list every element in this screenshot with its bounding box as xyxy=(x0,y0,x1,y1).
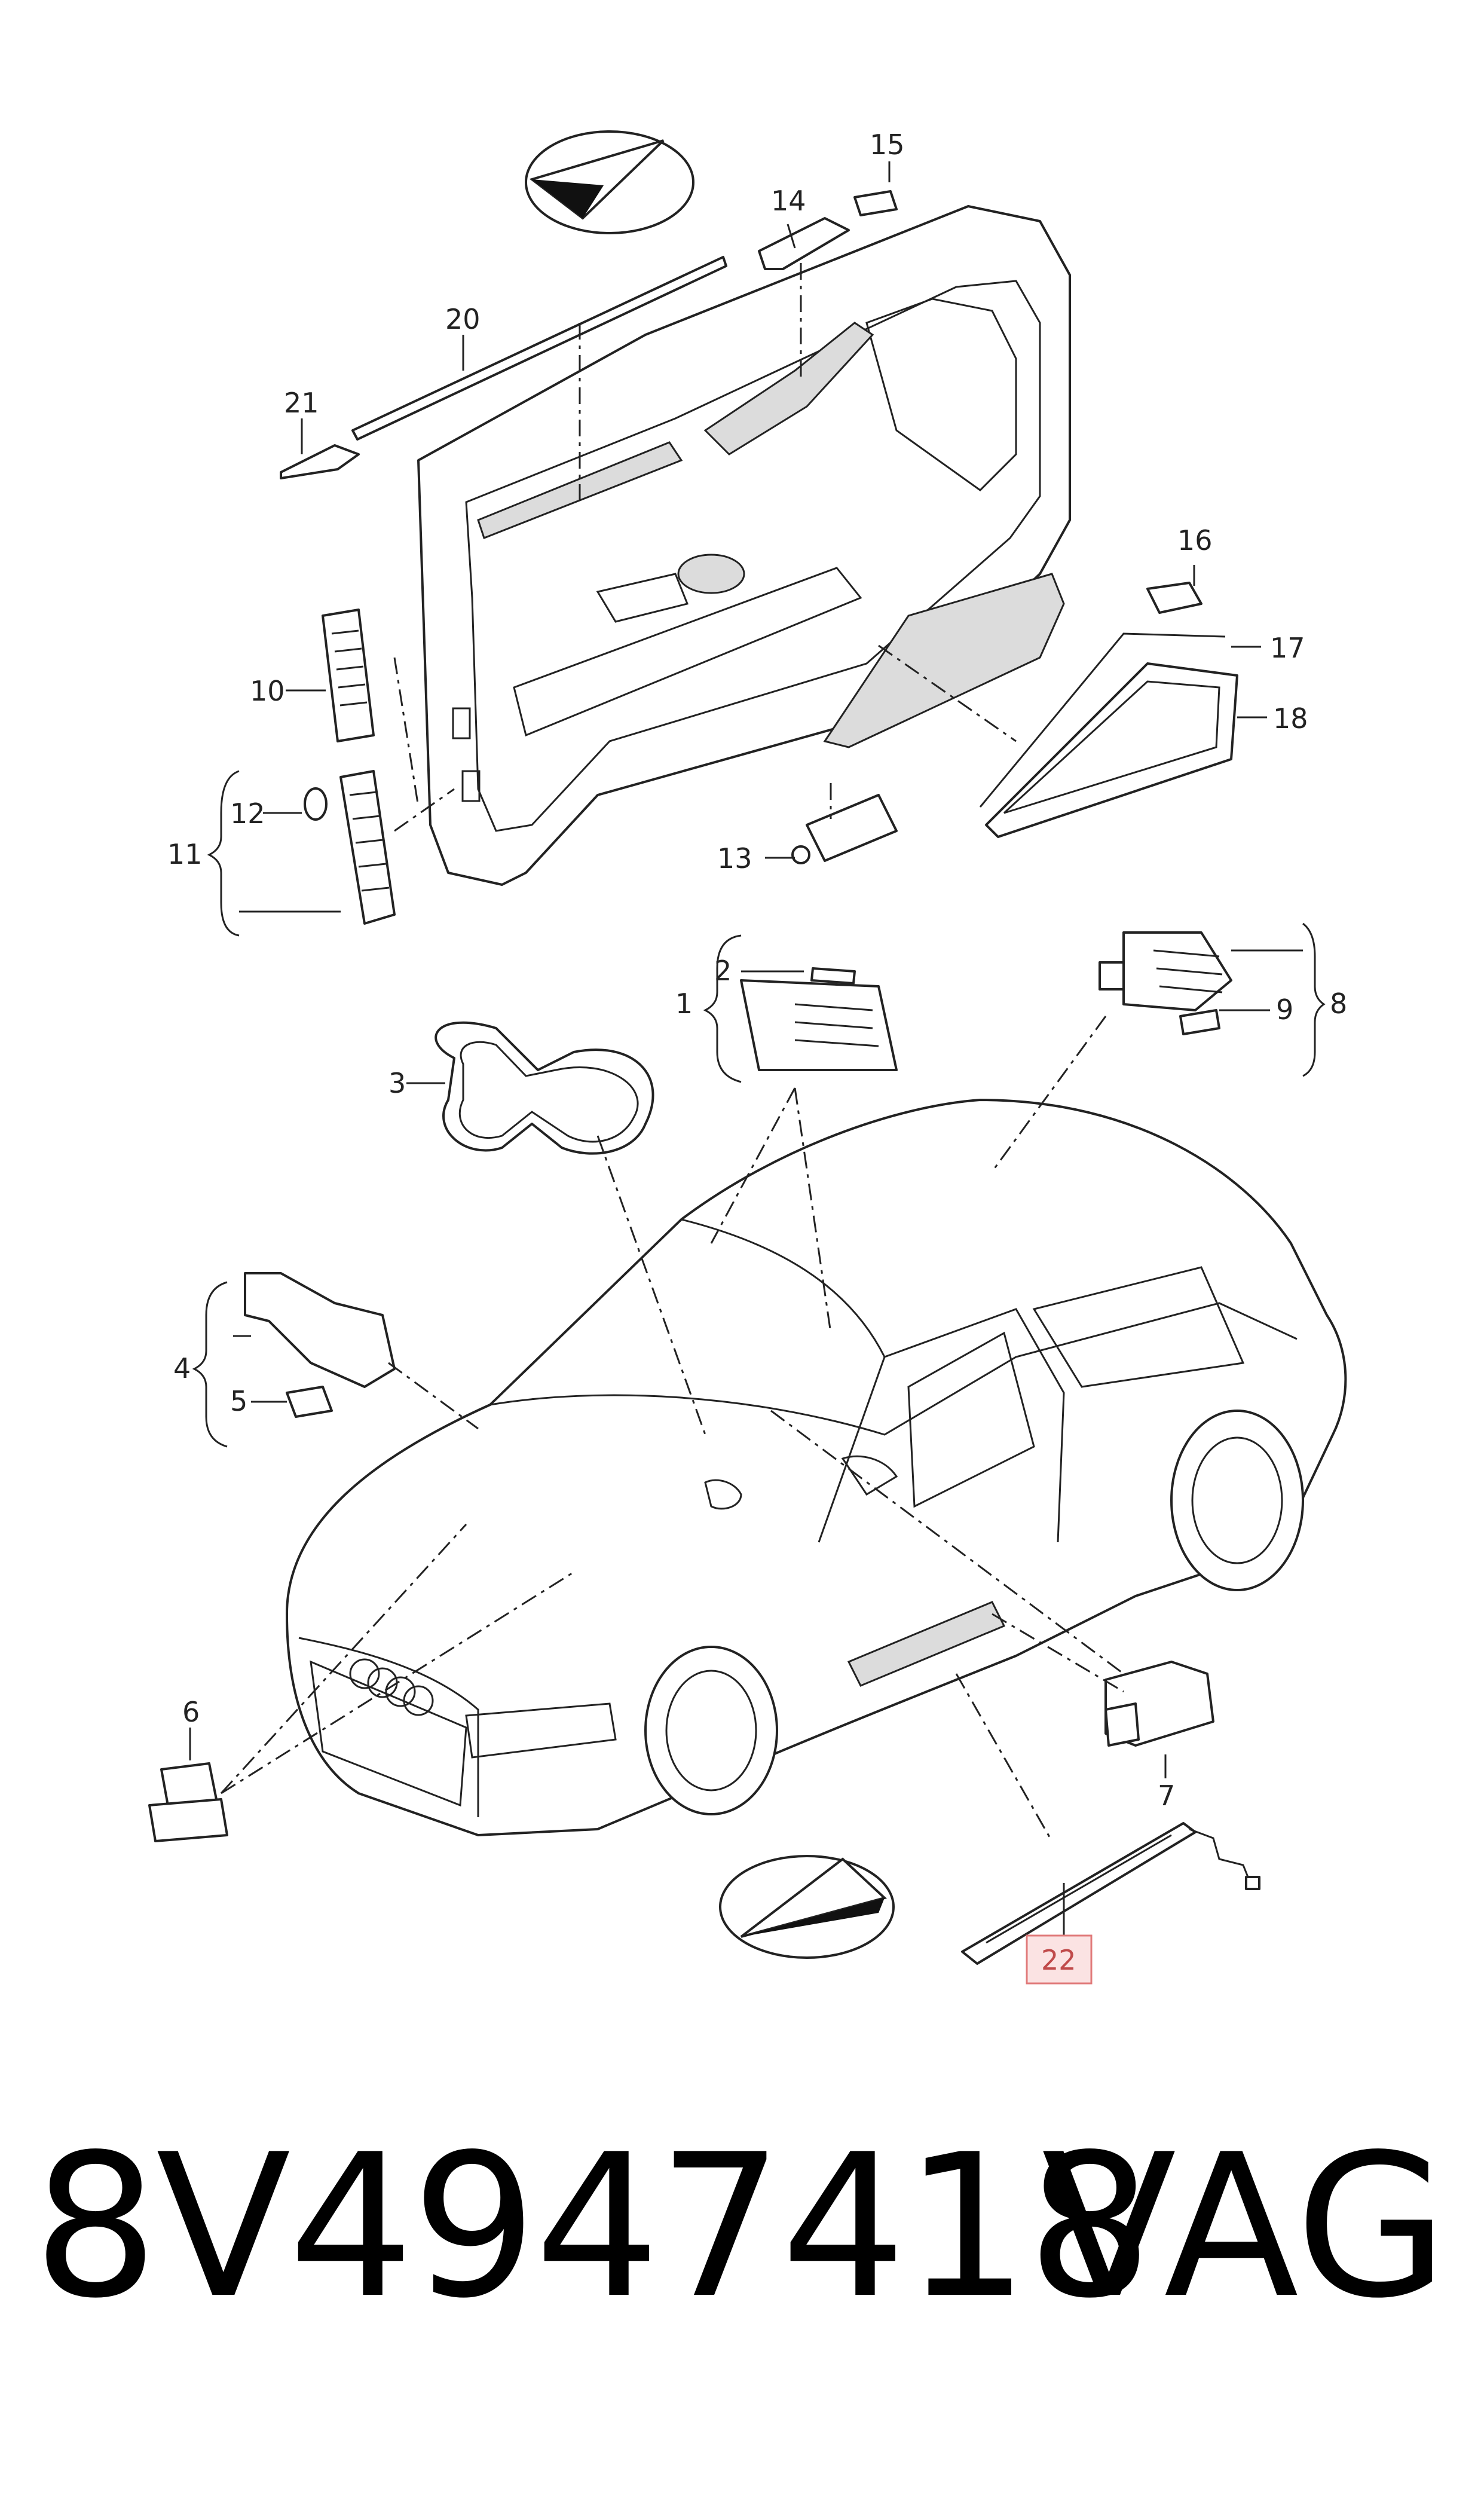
callout-label-3: 3 xyxy=(388,1067,406,1099)
callout-label-12: 12 xyxy=(230,797,265,830)
bulb-socket xyxy=(853,190,898,216)
assembly-lines xyxy=(220,263,1124,1842)
door-trim-panel xyxy=(417,205,1071,886)
callout-label-10: 10 xyxy=(250,675,285,707)
brand-name: VAG xyxy=(1041,2112,1448,2341)
callout-label-5: 5 xyxy=(230,1385,247,1417)
part-number-footer: 8V4947418 VAG xyxy=(0,2128,1484,2379)
callout-label-22: 22 xyxy=(1041,1944,1076,1976)
callout-label-15: 15 xyxy=(870,129,905,161)
callout-label-14: 14 xyxy=(771,185,806,217)
bulb-12 xyxy=(304,787,328,821)
switch-6 xyxy=(148,1762,228,1842)
interior-light-1 xyxy=(740,979,898,1071)
part-number: 8V4947418 xyxy=(33,2112,1152,2341)
luggage-lamp-4 xyxy=(244,1272,396,1388)
orientation-arrow-icon-bottom xyxy=(719,1855,895,1959)
footwell-lamp-8 xyxy=(1099,931,1232,1011)
car-body xyxy=(286,1099,1347,1836)
callout-label-9: 9 xyxy=(1276,993,1293,1026)
festoon-bulb-2 xyxy=(810,967,856,985)
exploded-parts-diagram: 1 2 3 4 5 6 7 8 9 10 11 12 13 14 15 16 1… xyxy=(148,129,1347,1985)
ambient-light-guide xyxy=(979,632,1238,838)
cupholder-light-ring-3 xyxy=(435,1021,654,1155)
callout-label-11: 11 xyxy=(167,838,203,870)
callout-label-13: 13 xyxy=(717,842,752,875)
callout-label-2: 2 xyxy=(714,955,732,987)
callout-highlight-box-22 xyxy=(1026,1934,1093,1985)
orientation-arrow-icon-top xyxy=(525,130,694,234)
callout-label-21: 21 xyxy=(284,387,319,419)
connector-13 xyxy=(791,794,898,864)
bulb-5 xyxy=(286,1386,333,1418)
door-lamp-housing-11 xyxy=(339,770,396,925)
window-seal-strip xyxy=(280,256,727,479)
door-lamp-lens-10 xyxy=(322,609,375,742)
callout-label-6: 6 xyxy=(182,1696,200,1728)
callout-label-17: 17 xyxy=(1270,632,1305,664)
control-unit-7 xyxy=(1104,1661,1214,1747)
callout-label-4: 4 xyxy=(173,1352,191,1384)
callout-label-16: 16 xyxy=(1177,524,1213,557)
callout-label-8: 8 xyxy=(1330,988,1347,1020)
callout-label-20: 20 xyxy=(445,303,481,335)
label-leaders xyxy=(189,161,1326,1937)
callout-label-7: 7 xyxy=(1158,1780,1175,1812)
sill-plate-22 xyxy=(961,1822,1260,1965)
callout-label-1: 1 xyxy=(675,988,693,1020)
door-handle-lamp xyxy=(758,217,850,270)
callout-label-18: 18 xyxy=(1273,702,1308,735)
bulb-9 xyxy=(1179,1009,1220,1035)
callout-labels: 1 2 3 4 5 6 7 8 9 10 11 12 13 14 15 16 1… xyxy=(167,129,1347,1985)
connector-16 xyxy=(1146,582,1203,614)
